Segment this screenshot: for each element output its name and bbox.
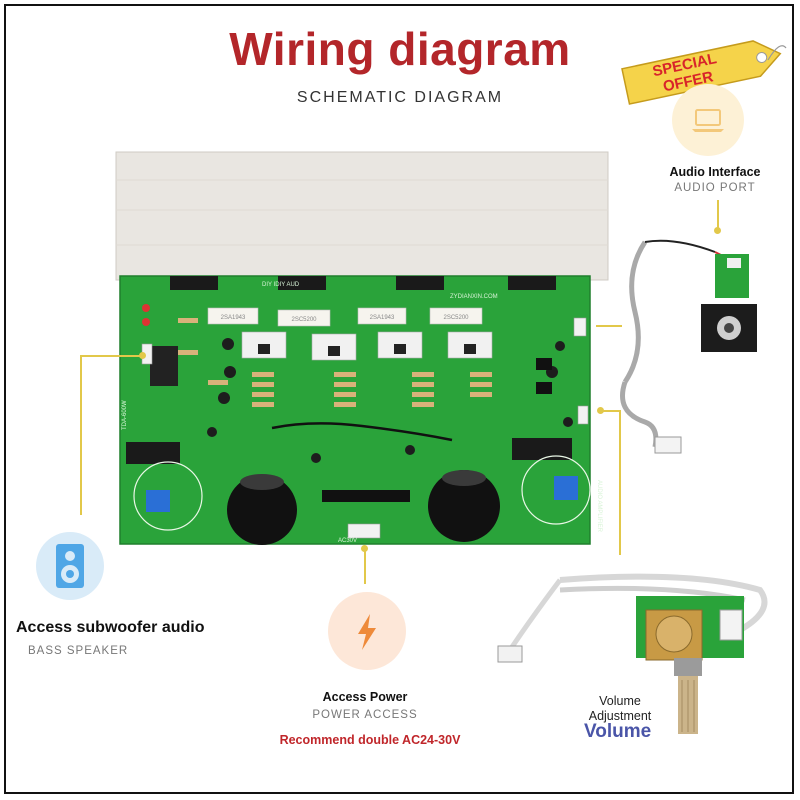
audio-port-lead xyxy=(717,200,719,230)
page-subtitle: SCHEMATIC DIAGRAM xyxy=(296,89,504,106)
power-resistors xyxy=(207,307,483,327)
svg-text:DIY IDIY AUD: DIY IDIY AUD xyxy=(262,282,300,288)
relay xyxy=(150,346,178,386)
laptop-icon xyxy=(692,109,724,132)
svg-text:AC30V: AC30V xyxy=(338,538,357,544)
subwoofer-subtitle: BASS SPEAKER xyxy=(28,645,129,657)
power-note: Recommend double AC24-30V xyxy=(279,733,461,747)
page-title: Wiring diagram xyxy=(229,23,571,75)
bridge-rectifier xyxy=(322,490,410,502)
subwoofer-lead-horizontal xyxy=(80,355,142,357)
pcb xyxy=(119,275,591,545)
audio-interface-subtitle: AUDIO PORT xyxy=(674,182,756,194)
volume-potentiometer xyxy=(497,573,768,734)
subwoofer-lead-dot xyxy=(139,352,146,359)
power-subtitle: POWER ACCESS xyxy=(312,709,418,721)
audio-port-board-lead xyxy=(596,325,622,327)
audio-port-lead-dot xyxy=(714,227,721,234)
svg-text:AUDIO AMPLIFIER: AUDIO AMPLIFIER xyxy=(596,480,602,533)
svg-text:TDA-600W: TDA-600W xyxy=(122,400,128,430)
subwoofer-lead-vertical xyxy=(80,355,82,515)
power-transistors xyxy=(170,276,556,290)
svg-text:2SC5200: 2SC5200 xyxy=(443,315,469,321)
svg-text:ZYDIANXIN.COM: ZYDIANXIN.COM xyxy=(450,294,498,300)
resistor-array xyxy=(178,318,492,407)
audio-interface-title: Audio Interface xyxy=(669,165,761,179)
subwoofer-title: Access subwoofer audio xyxy=(16,619,205,636)
volume-lead-vertical xyxy=(619,410,621,555)
power-lead xyxy=(364,548,366,584)
speaker-icon xyxy=(56,544,84,588)
svg-text:2SA1943: 2SA1943 xyxy=(370,315,395,321)
lightning-icon xyxy=(358,614,376,650)
svg-text:2SC5200: 2SC5200 xyxy=(291,317,317,323)
connectors xyxy=(141,317,589,539)
volume-lead-dot xyxy=(597,407,604,414)
filter-cap-right xyxy=(428,470,500,542)
volume-lead-horizontal xyxy=(600,410,620,412)
amplifier-board: DIY IDIY AUD ZYDIANXIN.COM 2SA1943 2SC52… xyxy=(115,151,609,545)
audio-port-icon-circle xyxy=(672,84,744,156)
volume-title-line2: Adjustment xyxy=(588,709,652,723)
audio-port-module xyxy=(620,239,757,454)
filter-cap-left xyxy=(227,475,297,545)
heatsink xyxy=(115,151,609,281)
power-lead-dot xyxy=(361,545,368,552)
volume-title-line1: Volume xyxy=(599,694,641,708)
power-title: Access Power xyxy=(322,690,408,704)
svg-text:2SA1943: 2SA1943 xyxy=(221,315,246,321)
volume-word: Volume xyxy=(584,721,652,742)
special-offer-badge: SPECIAL OFFER xyxy=(621,40,787,105)
